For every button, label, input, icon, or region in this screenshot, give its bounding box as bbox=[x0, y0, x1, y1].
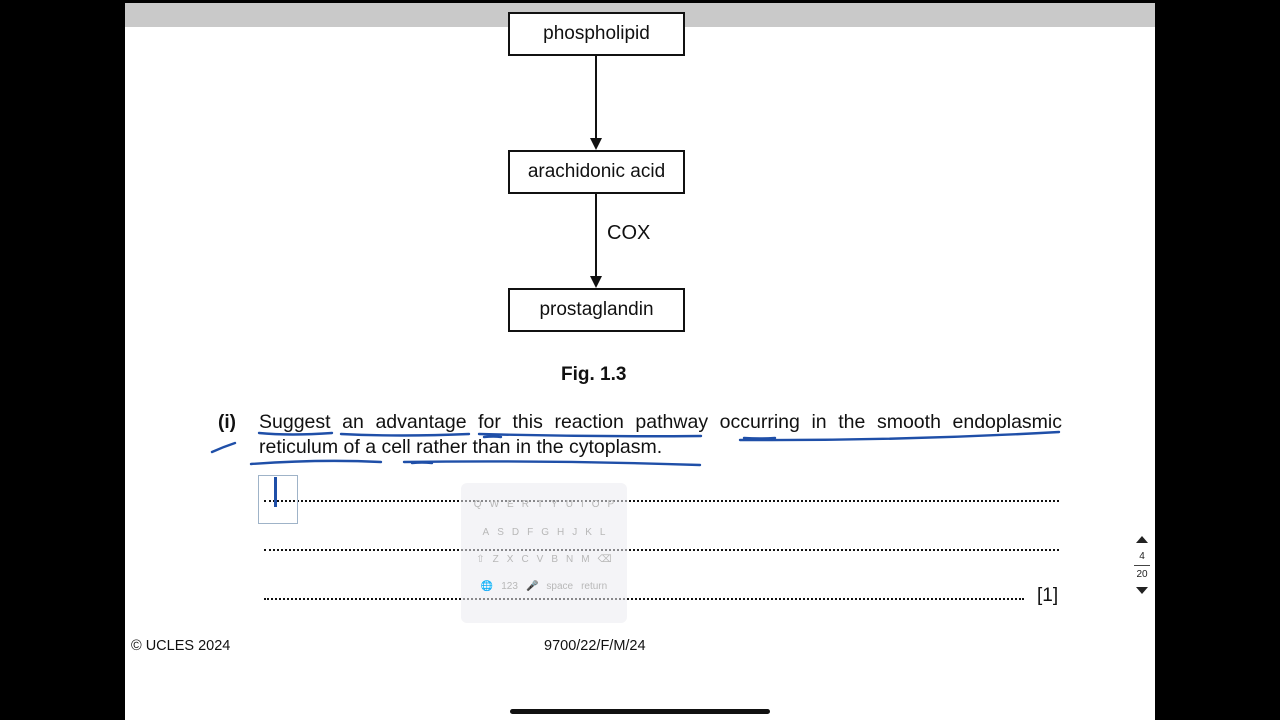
keyboard-key[interactable]: 🌐 bbox=[480, 581, 494, 592]
arrow-head-2 bbox=[590, 276, 602, 288]
answer-line-1[interactable] bbox=[264, 500, 1059, 502]
page-down-icon[interactable] bbox=[1136, 587, 1148, 594]
text-input-box[interactable] bbox=[258, 475, 298, 524]
keyboard-key[interactable]: Y bbox=[551, 499, 558, 510]
total-pages: 20 bbox=[1136, 569, 1148, 580]
keyboard-key[interactable]: K bbox=[585, 527, 592, 538]
page-up-icon[interactable] bbox=[1136, 536, 1148, 543]
keyboard-key[interactable]: F bbox=[527, 527, 534, 538]
enzyme-label: COX bbox=[607, 222, 651, 244]
current-page-number: 4 bbox=[1139, 551, 1145, 562]
keyboard-key[interactable]: N bbox=[566, 554, 574, 565]
keyboard-key[interactable]: S bbox=[497, 527, 504, 538]
keyboard-key[interactable]: B bbox=[551, 554, 559, 565]
keyboard-key[interactable]: ⇧ bbox=[476, 554, 485, 565]
question-number: (i) bbox=[218, 412, 236, 433]
answer-line-3[interactable] bbox=[264, 598, 1024, 600]
arrow-head-1 bbox=[590, 138, 602, 150]
keyboard-key[interactable]: A bbox=[482, 527, 490, 538]
keyboard-key[interactable]: ⌫ bbox=[597, 554, 612, 565]
keyboard-key[interactable]: V bbox=[536, 554, 544, 565]
keyboard-key[interactable]: G bbox=[541, 527, 549, 538]
copyright-footer: © UCLES 2024 bbox=[131, 638, 231, 654]
keyboard-key[interactable]: 🎤 bbox=[525, 581, 539, 592]
keyboard-key[interactable]: D bbox=[511, 527, 520, 538]
diagram-box-arachidonic-acid: arachidonic acid bbox=[508, 150, 685, 194]
diagram-box-prostaglandin: prostaglandin bbox=[508, 288, 685, 332]
home-indicator[interactable] bbox=[510, 709, 770, 714]
text-cursor bbox=[274, 477, 277, 507]
figure-caption: Fig. 1.3 bbox=[561, 364, 627, 385]
keyboard-key[interactable]: L bbox=[599, 527, 606, 538]
keyboard-key[interactable]: Q bbox=[473, 499, 482, 510]
keyboard-key[interactable]: P bbox=[607, 499, 615, 510]
keyboard-key[interactable]: U bbox=[565, 499, 573, 510]
keyboard-key[interactable]: E bbox=[507, 499, 514, 510]
arrow-line-2 bbox=[595, 194, 597, 278]
keyboard-key[interactable]: C bbox=[521, 554, 529, 565]
diagram-box-phospholipid: phospholipid bbox=[508, 12, 685, 56]
answer-line-2[interactable] bbox=[264, 549, 1059, 551]
arrow-line-1 bbox=[595, 56, 597, 140]
page-divider bbox=[1134, 565, 1150, 566]
keyboard-row-4: 🌐 123 🎤 space return bbox=[461, 581, 627, 592]
keyboard-key[interactable]: space bbox=[546, 581, 574, 592]
page-navigator[interactable]: 4 20 bbox=[1130, 533, 1154, 595]
keyboard-key[interactable]: M bbox=[581, 554, 590, 565]
keyboard-key[interactable]: X bbox=[506, 554, 514, 565]
keyboard-key[interactable]: J bbox=[572, 527, 578, 538]
paper-code-footer: 9700/22/F/M/24 bbox=[544, 638, 646, 654]
exam-page: phospholipid arachidonic acid COX prosta… bbox=[125, 3, 1155, 720]
keyboard-key[interactable]: H bbox=[557, 527, 565, 538]
keyboard-key[interactable]: R bbox=[521, 499, 529, 510]
keyboard-key[interactable]: Z bbox=[492, 554, 499, 565]
keyboard-key[interactable]: I bbox=[580, 499, 584, 510]
keyboard-key[interactable]: T bbox=[536, 499, 544, 510]
keyboard-key[interactable]: return bbox=[581, 581, 608, 592]
keyboard-key[interactable]: O bbox=[591, 499, 600, 510]
marks-label: [1] bbox=[1037, 585, 1059, 606]
keyboard-key[interactable]: 123 bbox=[501, 581, 518, 592]
question-text: Suggest an advantage for this reaction p… bbox=[259, 411, 1062, 458]
keyboard-key[interactable]: W bbox=[489, 499, 500, 510]
